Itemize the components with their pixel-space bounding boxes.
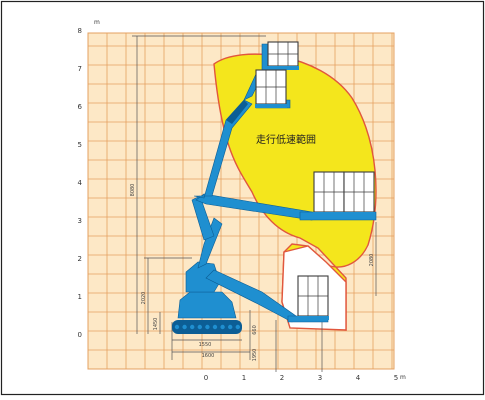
slow-travel-region: [213, 53, 377, 331]
x-axis-unit: m: [400, 374, 406, 381]
basket-floor: [313, 212, 345, 216]
y-tick-label: 7: [78, 65, 82, 73]
dim-lower-left: 2020: [141, 292, 147, 305]
dim-lower-small: 1450: [153, 318, 159, 331]
lower-arm: [197, 217, 223, 269]
x-tick-label: 4: [356, 374, 361, 382]
basket-floor: [267, 66, 299, 70]
basket-right-2: [343, 171, 375, 216]
basket-floor: [255, 104, 287, 108]
y-tick-label: 4: [78, 179, 83, 187]
y-axis-unit: m: [94, 19, 100, 26]
y-tick-label: 6: [78, 103, 83, 111]
track-roller: [197, 324, 202, 330]
basket-floor: [343, 212, 375, 216]
dim-right-height: 2080: [369, 254, 375, 267]
track-roller: [212, 324, 218, 330]
y-tick-label: 2: [78, 255, 82, 263]
dim-total-height: 8080: [130, 184, 136, 197]
x-tick-label: 2: [280, 374, 284, 382]
track-roller: [220, 324, 225, 330]
y-tick-label: 5: [78, 141, 82, 149]
basket-right-1: [313, 171, 345, 216]
track-roller: [235, 324, 240, 330]
basket-low: [297, 275, 329, 320]
y-tick-label: 3: [78, 217, 82, 225]
track-roller: [190, 324, 195, 330]
y-axis-ticks: 0 1 2 3 4 5 6 7 8: [78, 27, 83, 339]
dimension-lines: [132, 35, 377, 372]
turret: [185, 261, 221, 293]
y-tick-label: 8: [78, 27, 82, 35]
track-roller: [182, 324, 187, 330]
track-rollers: [174, 324, 240, 330]
basket-floor: [297, 316, 329, 320]
track-roller: [205, 324, 210, 330]
machine-base: [177, 291, 237, 319]
dim-bottom-right-2: 1950: [252, 349, 258, 362]
basket-upper: [255, 69, 287, 108]
track-roller: [228, 324, 233, 330]
dim-bottom-2: 1600: [202, 353, 215, 359]
baskets: [255, 41, 375, 320]
y-tick-label: 0: [78, 331, 82, 339]
y-tick-label: 1: [78, 293, 82, 301]
x-tick-label: 3: [318, 374, 322, 382]
x-axis-ticks: 0 1 2 3 4 5: [204, 374, 398, 382]
upper-arm: [193, 99, 253, 199]
region-label: 走行低速範囲: [256, 133, 316, 146]
dim-bottom-right-1: 660: [252, 325, 258, 335]
track-roller: [174, 324, 180, 330]
upper-arm-shade: [226, 100, 248, 124]
x-tick-label: 5: [394, 374, 398, 382]
x-tick-label: 1: [242, 374, 246, 382]
x-tick-label: 0: [204, 374, 208, 382]
dim-bottom-1: 1550: [199, 342, 212, 348]
basket-top: [267, 41, 299, 70]
